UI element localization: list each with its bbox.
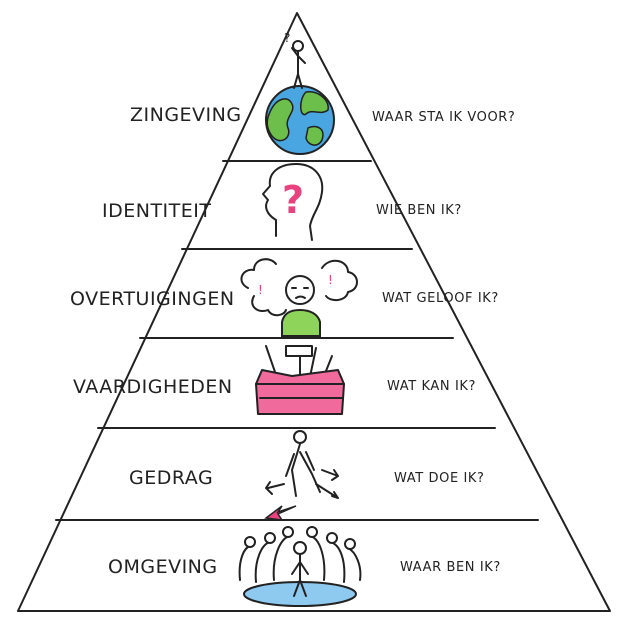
- pyramid-dividers: [55, 160, 539, 521]
- level-label-4: VAARDIGHEDEN: [73, 376, 233, 398]
- pyramid-outline: [17, 12, 611, 612]
- level-question-6: WAAR BEN IK?: [400, 560, 501, 575]
- level-question-1: WAAR STA IK VOOR?: [372, 110, 515, 125]
- level-label-6: OMGEVING: [108, 556, 218, 578]
- thinking-person-icon: ! !: [240, 258, 358, 337]
- walking-person-arrows-icon: [264, 430, 339, 521]
- level-label-5: GEDRAG: [129, 467, 213, 489]
- level-label-2: IDENTITEIT: [102, 200, 211, 222]
- svg-text:!: !: [258, 283, 263, 297]
- svg-text:?: ?: [284, 31, 290, 45]
- level-questions: WAAR STA IK VOOR? WIE BEN IK? WAT GELOOF…: [372, 110, 515, 575]
- svg-text:!: !: [328, 273, 333, 287]
- svg-text:?: ?: [282, 178, 304, 222]
- level-labels: ZINGEVING IDENTITEIT OVERTUIGINGEN VAARD…: [70, 104, 242, 578]
- level-question-3: WAT GELOOF IK?: [382, 291, 499, 306]
- person-on-globe-icon: ?: [265, 31, 335, 155]
- level-question-5: WAT DOE IK?: [394, 471, 485, 486]
- toolbox-icon: [255, 345, 345, 415]
- level-label-3: OVERTUIGINGEN: [70, 288, 235, 310]
- level-question-2: WIE BEN IK?: [376, 203, 462, 218]
- level-question-4: WAT KAN IK?: [387, 379, 476, 394]
- person-in-crowd-icon: [238, 526, 362, 607]
- level-label-1: ZINGEVING: [130, 104, 242, 126]
- head-question-icon: ?: [262, 163, 324, 241]
